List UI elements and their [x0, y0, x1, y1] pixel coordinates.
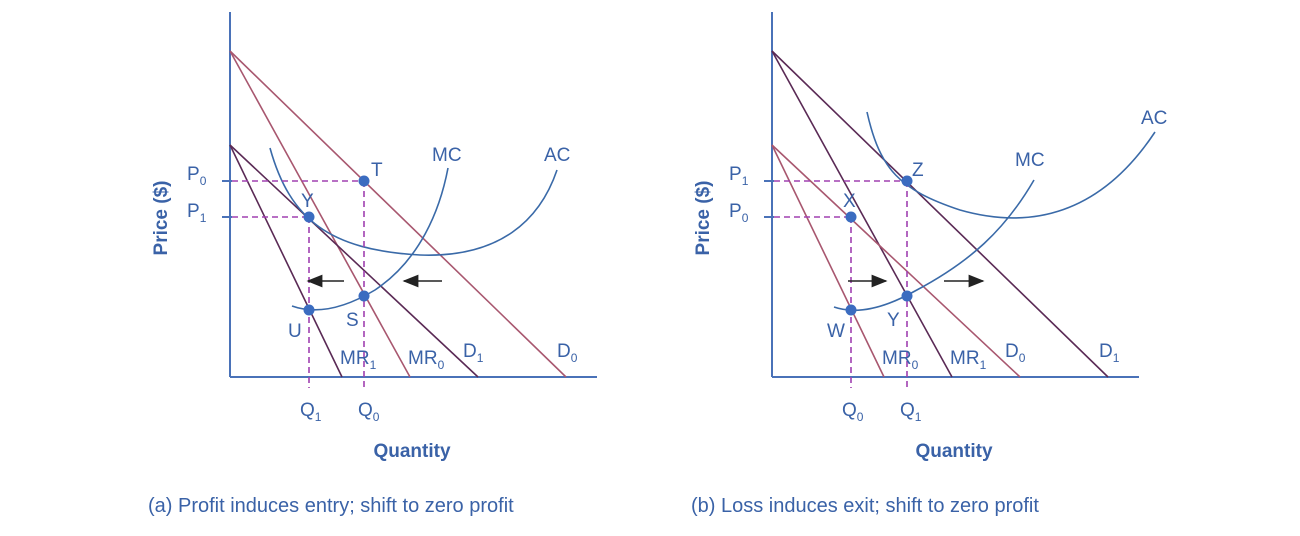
point-w [845, 304, 857, 316]
label-d0: D0 [557, 341, 578, 365]
label-p1: P1 [729, 164, 749, 188]
label-x: X [843, 191, 856, 212]
mr1-line [229, 144, 343, 378]
label-t: T [371, 160, 383, 181]
ac-curve [866, 111, 1156, 219]
d0-line [771, 144, 1021, 378]
mr1-line [771, 50, 953, 378]
label-y: Y [301, 191, 314, 212]
point-u [303, 304, 315, 316]
mc-curve [833, 179, 1035, 311]
label-p1: P1 [187, 201, 207, 225]
ac-curve [269, 147, 558, 256]
label-d1: D1 [1099, 341, 1120, 365]
label-z: Z [912, 160, 924, 181]
point-s [358, 290, 370, 302]
point-t [358, 175, 370, 187]
mr0-line [771, 144, 885, 378]
caption-a: (a) Profit induces entry; shift to zero … [148, 495, 514, 517]
y-axis-title: Price ($) [151, 181, 172, 256]
label-mr1: MR1 [950, 348, 987, 372]
label-q1: Q1 [900, 400, 922, 424]
label-mr0: MR0 [408, 348, 445, 372]
label-mr1: MR1 [340, 348, 377, 372]
panel-a: T Y U S MC AC MR1 MR0 D1 D0 P0 P1 Q1 Q0 … [148, 12, 597, 517]
x-axis-title: Quantity [915, 441, 992, 462]
mc-curve [291, 167, 449, 311]
label-u: U [288, 321, 302, 342]
mr0-line [229, 50, 411, 378]
d1-line [771, 50, 1109, 378]
label-ac: AC [544, 145, 570, 166]
x-axis-title: Quantity [373, 441, 450, 462]
label-w: W [827, 321, 845, 342]
label-s: S [346, 310, 359, 331]
point-y [901, 290, 913, 302]
label-p0: P0 [729, 201, 749, 225]
label-p0: P0 [187, 164, 207, 188]
d1-line [229, 144, 479, 378]
label-d1: D1 [463, 341, 484, 365]
point-y [303, 211, 315, 223]
label-y: Y [887, 310, 900, 331]
label-q0: Q0 [842, 400, 864, 424]
point-z [901, 175, 913, 187]
y-axis-title: Price ($) [693, 181, 714, 256]
label-q0: Q0 [358, 400, 380, 424]
panel-b: Z X W Y MC AC MR0 MR1 D0 D1 P1 P0 Q0 Q1 … [691, 12, 1167, 517]
label-q1: Q1 [300, 400, 322, 424]
caption-b: (b) Loss induces exit; shift to zero pro… [691, 495, 1039, 517]
point-x [845, 211, 857, 223]
label-mc: MC [1015, 150, 1045, 171]
label-mr0: MR0 [882, 348, 919, 372]
label-mc: MC [432, 145, 462, 166]
label-d0: D0 [1005, 341, 1026, 365]
d0-line [229, 50, 567, 378]
label-ac: AC [1141, 108, 1167, 129]
